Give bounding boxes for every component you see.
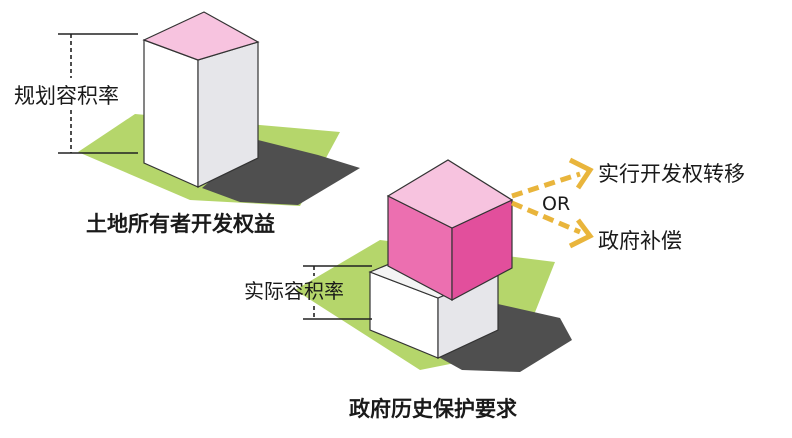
arrow-head-top [568, 157, 594, 190]
option-top-label: 实行开发权转移 [598, 162, 745, 186]
left-scene: 规划容积率 土地所有者开发权益 [14, 11, 360, 236]
left-height-label: 规划容积率 [14, 84, 119, 108]
arrow-head-bottom [568, 218, 594, 249]
arrow-to-option-bottom [511, 200, 581, 235]
left-caption: 土地所有者开发权益 [86, 212, 275, 236]
arrow-to-option-top [511, 171, 581, 199]
left-building-front-face [143, 39, 199, 188]
left-building-roof [142, 11, 260, 61]
right-scene: 实际容积率 OR 实行开发权转移 政府补偿 政府历史保护要求 [244, 157, 745, 421]
option-bottom-label: 政府补偿 [598, 229, 682, 253]
right-caption: 政府历史保护要求 [349, 397, 517, 421]
option-arrows [511, 171, 581, 235]
right-height-dimension [303, 265, 372, 320]
left-height-dimension [58, 33, 138, 154]
or-label: OR [542, 193, 570, 215]
arrow-heads [568, 157, 594, 249]
right-height-label: 实际容积率 [244, 279, 344, 303]
right-pink-block-top [386, 159, 514, 229]
